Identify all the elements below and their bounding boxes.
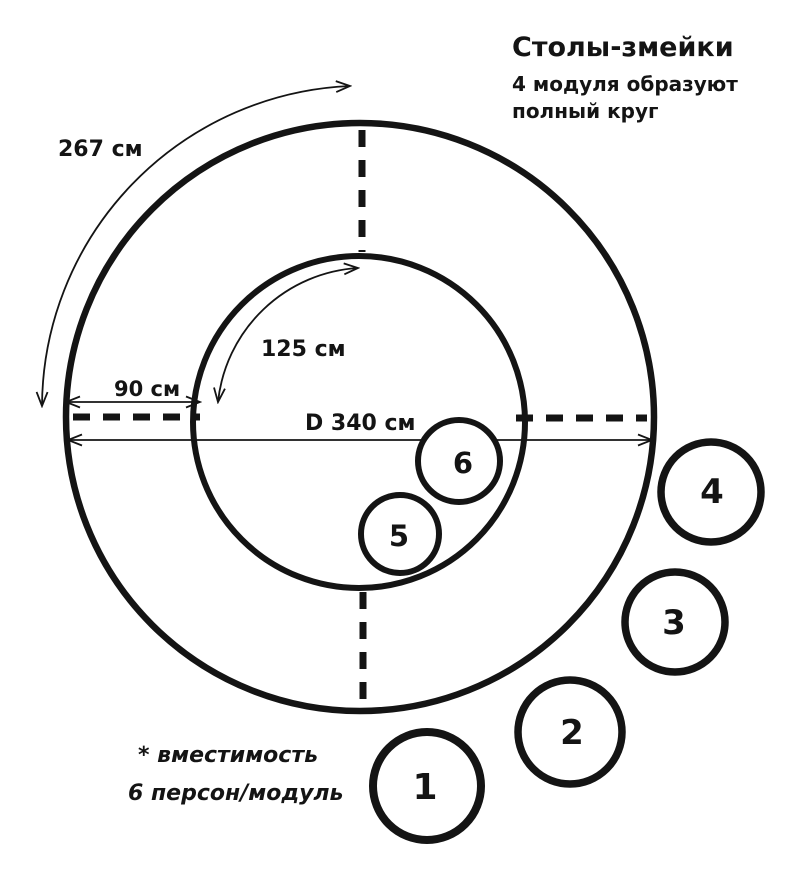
module-marker-circle-2 bbox=[514, 676, 626, 788]
outer-arc-length-label: 267 см bbox=[58, 137, 143, 162]
module-marker-label: 1 bbox=[412, 767, 437, 808]
module-marker-label: 4 bbox=[700, 472, 724, 512]
module-marker-label: 2 bbox=[560, 713, 584, 753]
module-marker-label: 3 bbox=[662, 603, 686, 643]
table-marker-circle-5 bbox=[358, 492, 442, 576]
diagram-title: Столы-змейки bbox=[512, 32, 734, 63]
inner-arc-length-label: 125 см bbox=[261, 337, 346, 362]
diagram-subtitle-line1: 4 модуля образуют bbox=[512, 72, 738, 96]
footnote-line1: * вместимость bbox=[138, 743, 318, 768]
ring-width-label: 90 см bbox=[114, 377, 180, 401]
inner-circle bbox=[190, 253, 528, 591]
diagram-subtitle-line2: полный круг bbox=[512, 99, 658, 123]
module-marker-circle-3 bbox=[621, 568, 729, 676]
outer-arc-dimension-arrow bbox=[42, 86, 350, 406]
outer-circle bbox=[62, 119, 658, 715]
module-marker-circle-1 bbox=[369, 728, 485, 844]
inner-arc-dimension-arrow bbox=[218, 268, 358, 402]
table-marker-label: 6 bbox=[453, 446, 473, 480]
module-marker-circle-4 bbox=[657, 438, 765, 546]
table-marker-label: 5 bbox=[389, 519, 409, 553]
table-marker-circle-6 bbox=[415, 417, 503, 505]
footnote-line2: 6 персон/модуль bbox=[128, 781, 343, 806]
diameter-label: D 340 см bbox=[305, 411, 416, 436]
